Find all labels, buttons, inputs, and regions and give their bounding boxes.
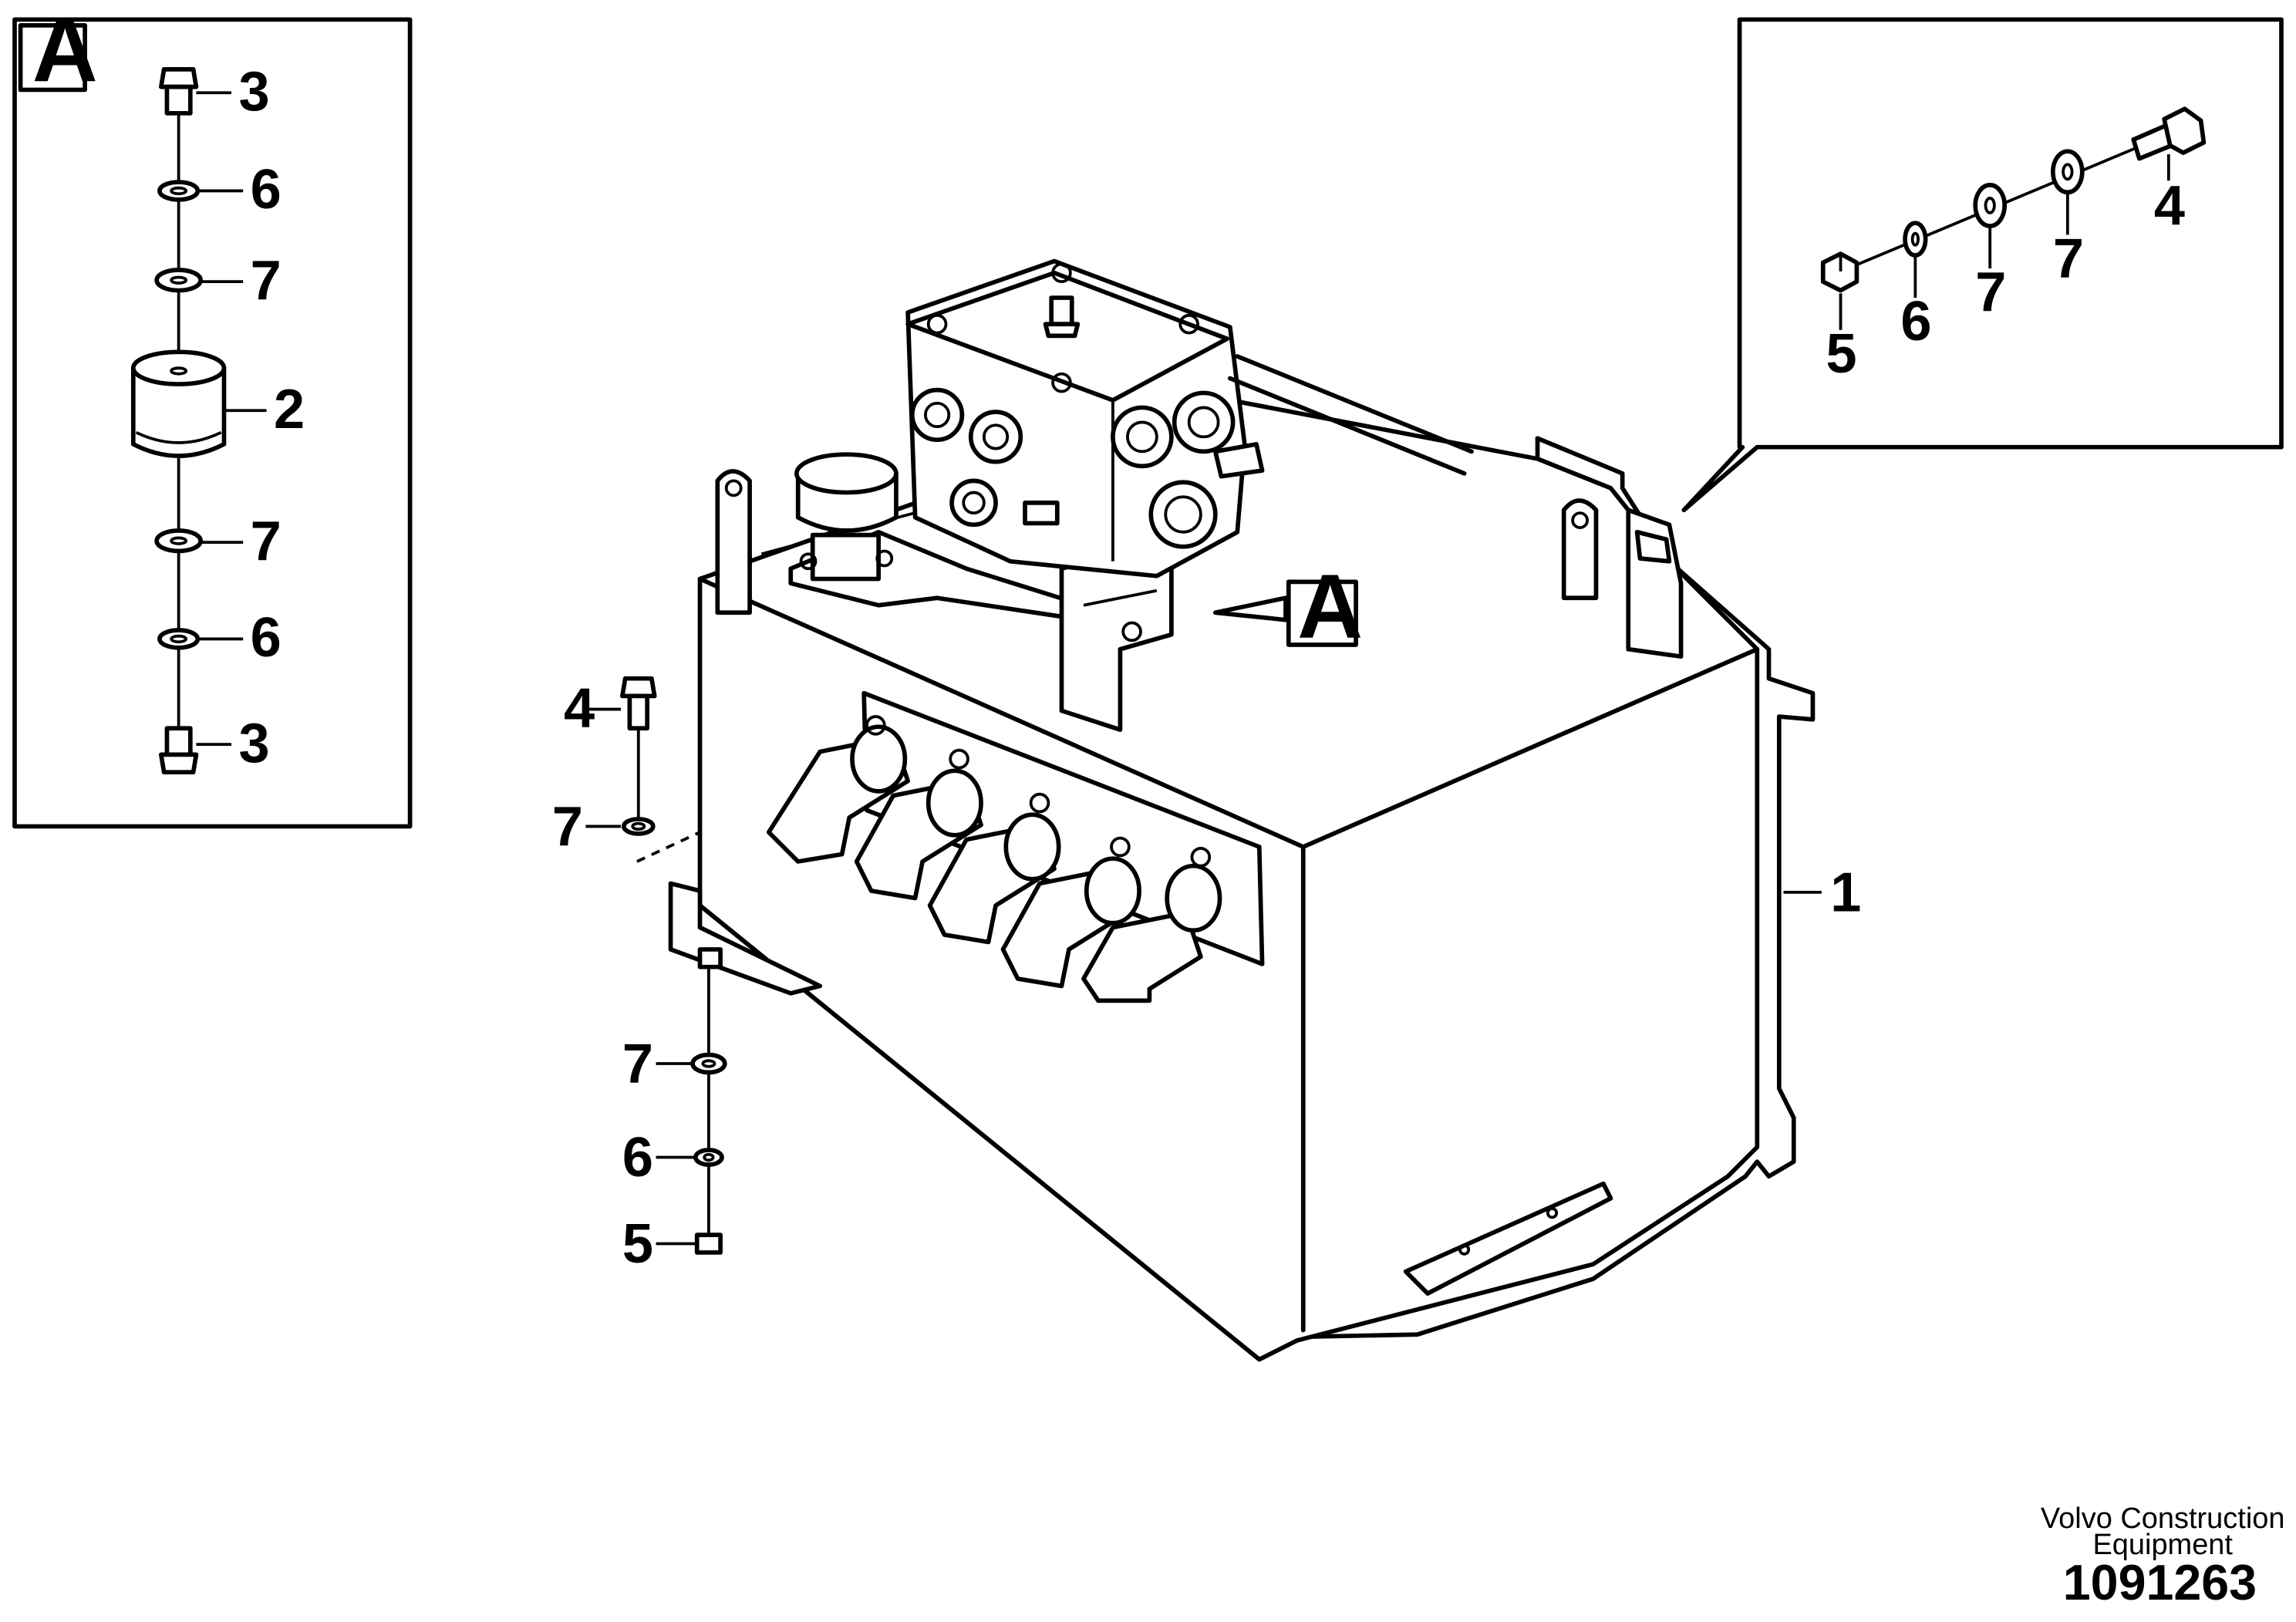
drawing-number: 1091263 [2063,1555,2257,1610]
bolt-icon [158,67,199,116]
callout-4-detail: 4 [2154,175,2185,237]
callout-6-top: 6 [251,159,282,221]
company-name-line1: Volvo Construction [2041,1502,2285,1535]
nut-icon [694,1233,723,1255]
callout-7-detail-a: 7 [1975,261,2006,323]
washer-icon [154,268,203,293]
nut-icon [1820,251,1859,293]
elbow-fitting-icon [766,715,910,864]
callout-7-top: 7 [251,250,282,312]
washer-icon [154,528,203,554]
callout-6-main: 6 [622,1127,653,1189]
callout-3-top: 3 [238,61,269,123]
callout-4-main: 4 [564,677,595,739]
bolt-icon [158,726,199,775]
bolt-icon [2131,106,2207,161]
callout-5-main: 5 [622,1213,653,1275]
callout-6-detail: 6 [1900,291,1931,352]
elbow-fitting-icon [1000,836,1141,989]
drawing-footer: Volvo Construction Equipment 1091263 [2041,1502,2285,1610]
callout-1-tank: 1 [1830,862,1861,924]
detail-a-panel: A 3 [12,0,413,829]
washer-icon [1903,221,1928,258]
callout-5-detail: 5 [1826,323,1857,385]
washer-icon [621,817,656,836]
lifting-lug-left [715,469,752,615]
detail-a-reference-marker: A [1297,555,1363,657]
washer-icon [157,180,201,202]
callout-2: 2 [274,379,305,440]
left-fastener-stack: 4 7 7 6 5 [552,676,727,1275]
washer-icon [2050,149,2085,195]
callout-7-bottom: 7 [251,511,282,572]
elbow-fitting-icon [1081,847,1222,1003]
callout-7-detail-b: 7 [2053,228,2084,289]
callout-7-main-bottom: 7 [622,1034,653,1095]
hydraulic-tank-assembly: A 1 [636,258,1861,1362]
filter-cap-icon [794,452,899,582]
callout-3-bottom: 3 [238,713,269,774]
valve-block-icon [905,258,1265,578]
elbow-fitting-icon [927,792,1061,945]
elbow-fitting-icon [854,748,983,901]
washer-icon [1973,183,2008,228]
top-right-detail-panel: 5 6 7 7 4 [1681,17,2284,513]
callout-7-main-top: 7 [552,796,583,858]
washer-icon [690,1052,727,1075]
washer-icon [693,1148,724,1167]
lifting-lug-right [1561,498,1599,601]
company-name-line2: Equipment [2092,1529,2233,1561]
washer-icon [157,628,201,650]
bolt-icon [620,676,657,731]
callout-6-bottom: 6 [251,607,282,669]
rubber-mount-icon [130,349,227,458]
detail-a-marker: A [32,0,98,100]
